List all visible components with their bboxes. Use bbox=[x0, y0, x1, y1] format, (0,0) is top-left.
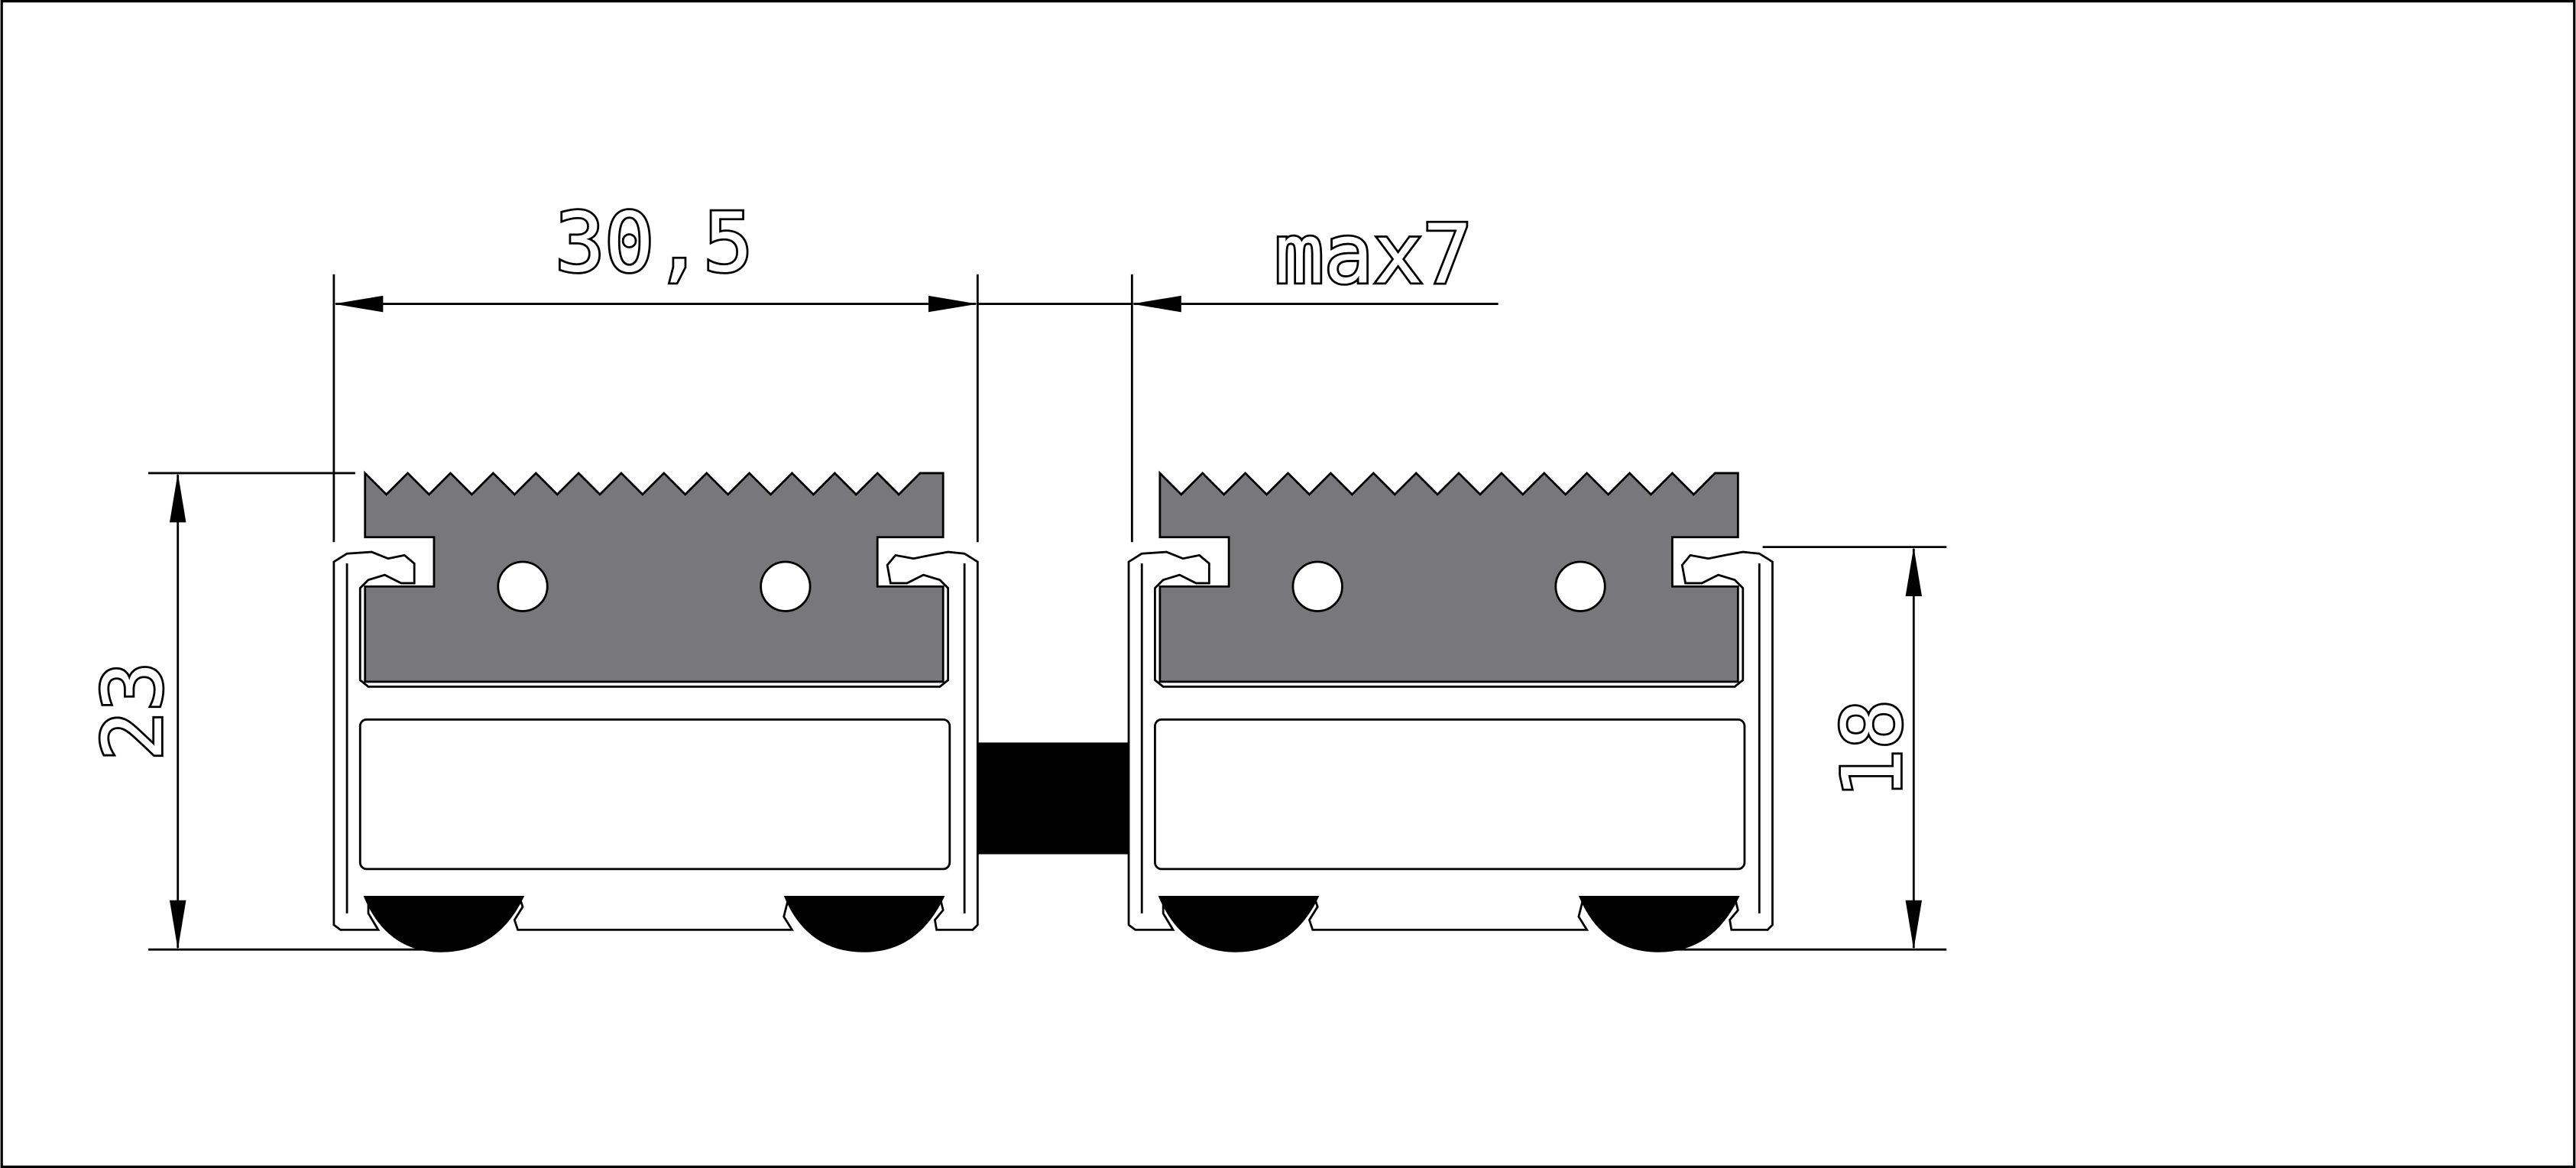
insert-hole-left-2 bbox=[760, 560, 812, 612]
dim-total-height-label: 23 bbox=[86, 662, 181, 761]
dimension-lines bbox=[148, 274, 1947, 951]
profile-right bbox=[1127, 470, 1774, 952]
insert-strip-right bbox=[1158, 470, 1739, 683]
insert-hole-left-1 bbox=[497, 560, 549, 612]
insert-hole-right-1 bbox=[1291, 560, 1343, 612]
frame-chamber-left bbox=[358, 718, 951, 871]
dim-frame-height-label: 18 bbox=[1825, 699, 1920, 798]
rubber-foot-right-2 bbox=[1578, 896, 1740, 952]
profile-left bbox=[332, 470, 979, 952]
insert-hole-right-2 bbox=[1554, 560, 1606, 612]
rubber-foot-left-1 bbox=[363, 896, 525, 952]
rubber-foot-left-2 bbox=[783, 896, 945, 952]
connector-spacer bbox=[977, 742, 1129, 855]
insert-strip-left bbox=[364, 470, 945, 683]
dim-width-label: 30,5 bbox=[556, 196, 753, 291]
frame-inner-right bbox=[1140, 563, 1761, 913]
frame-chamber-right bbox=[1154, 718, 1746, 871]
rubber-foot-right-1 bbox=[1158, 896, 1320, 952]
frame-inner-left bbox=[345, 563, 966, 913]
dim-gap-label: max7 bbox=[1275, 207, 1473, 303]
